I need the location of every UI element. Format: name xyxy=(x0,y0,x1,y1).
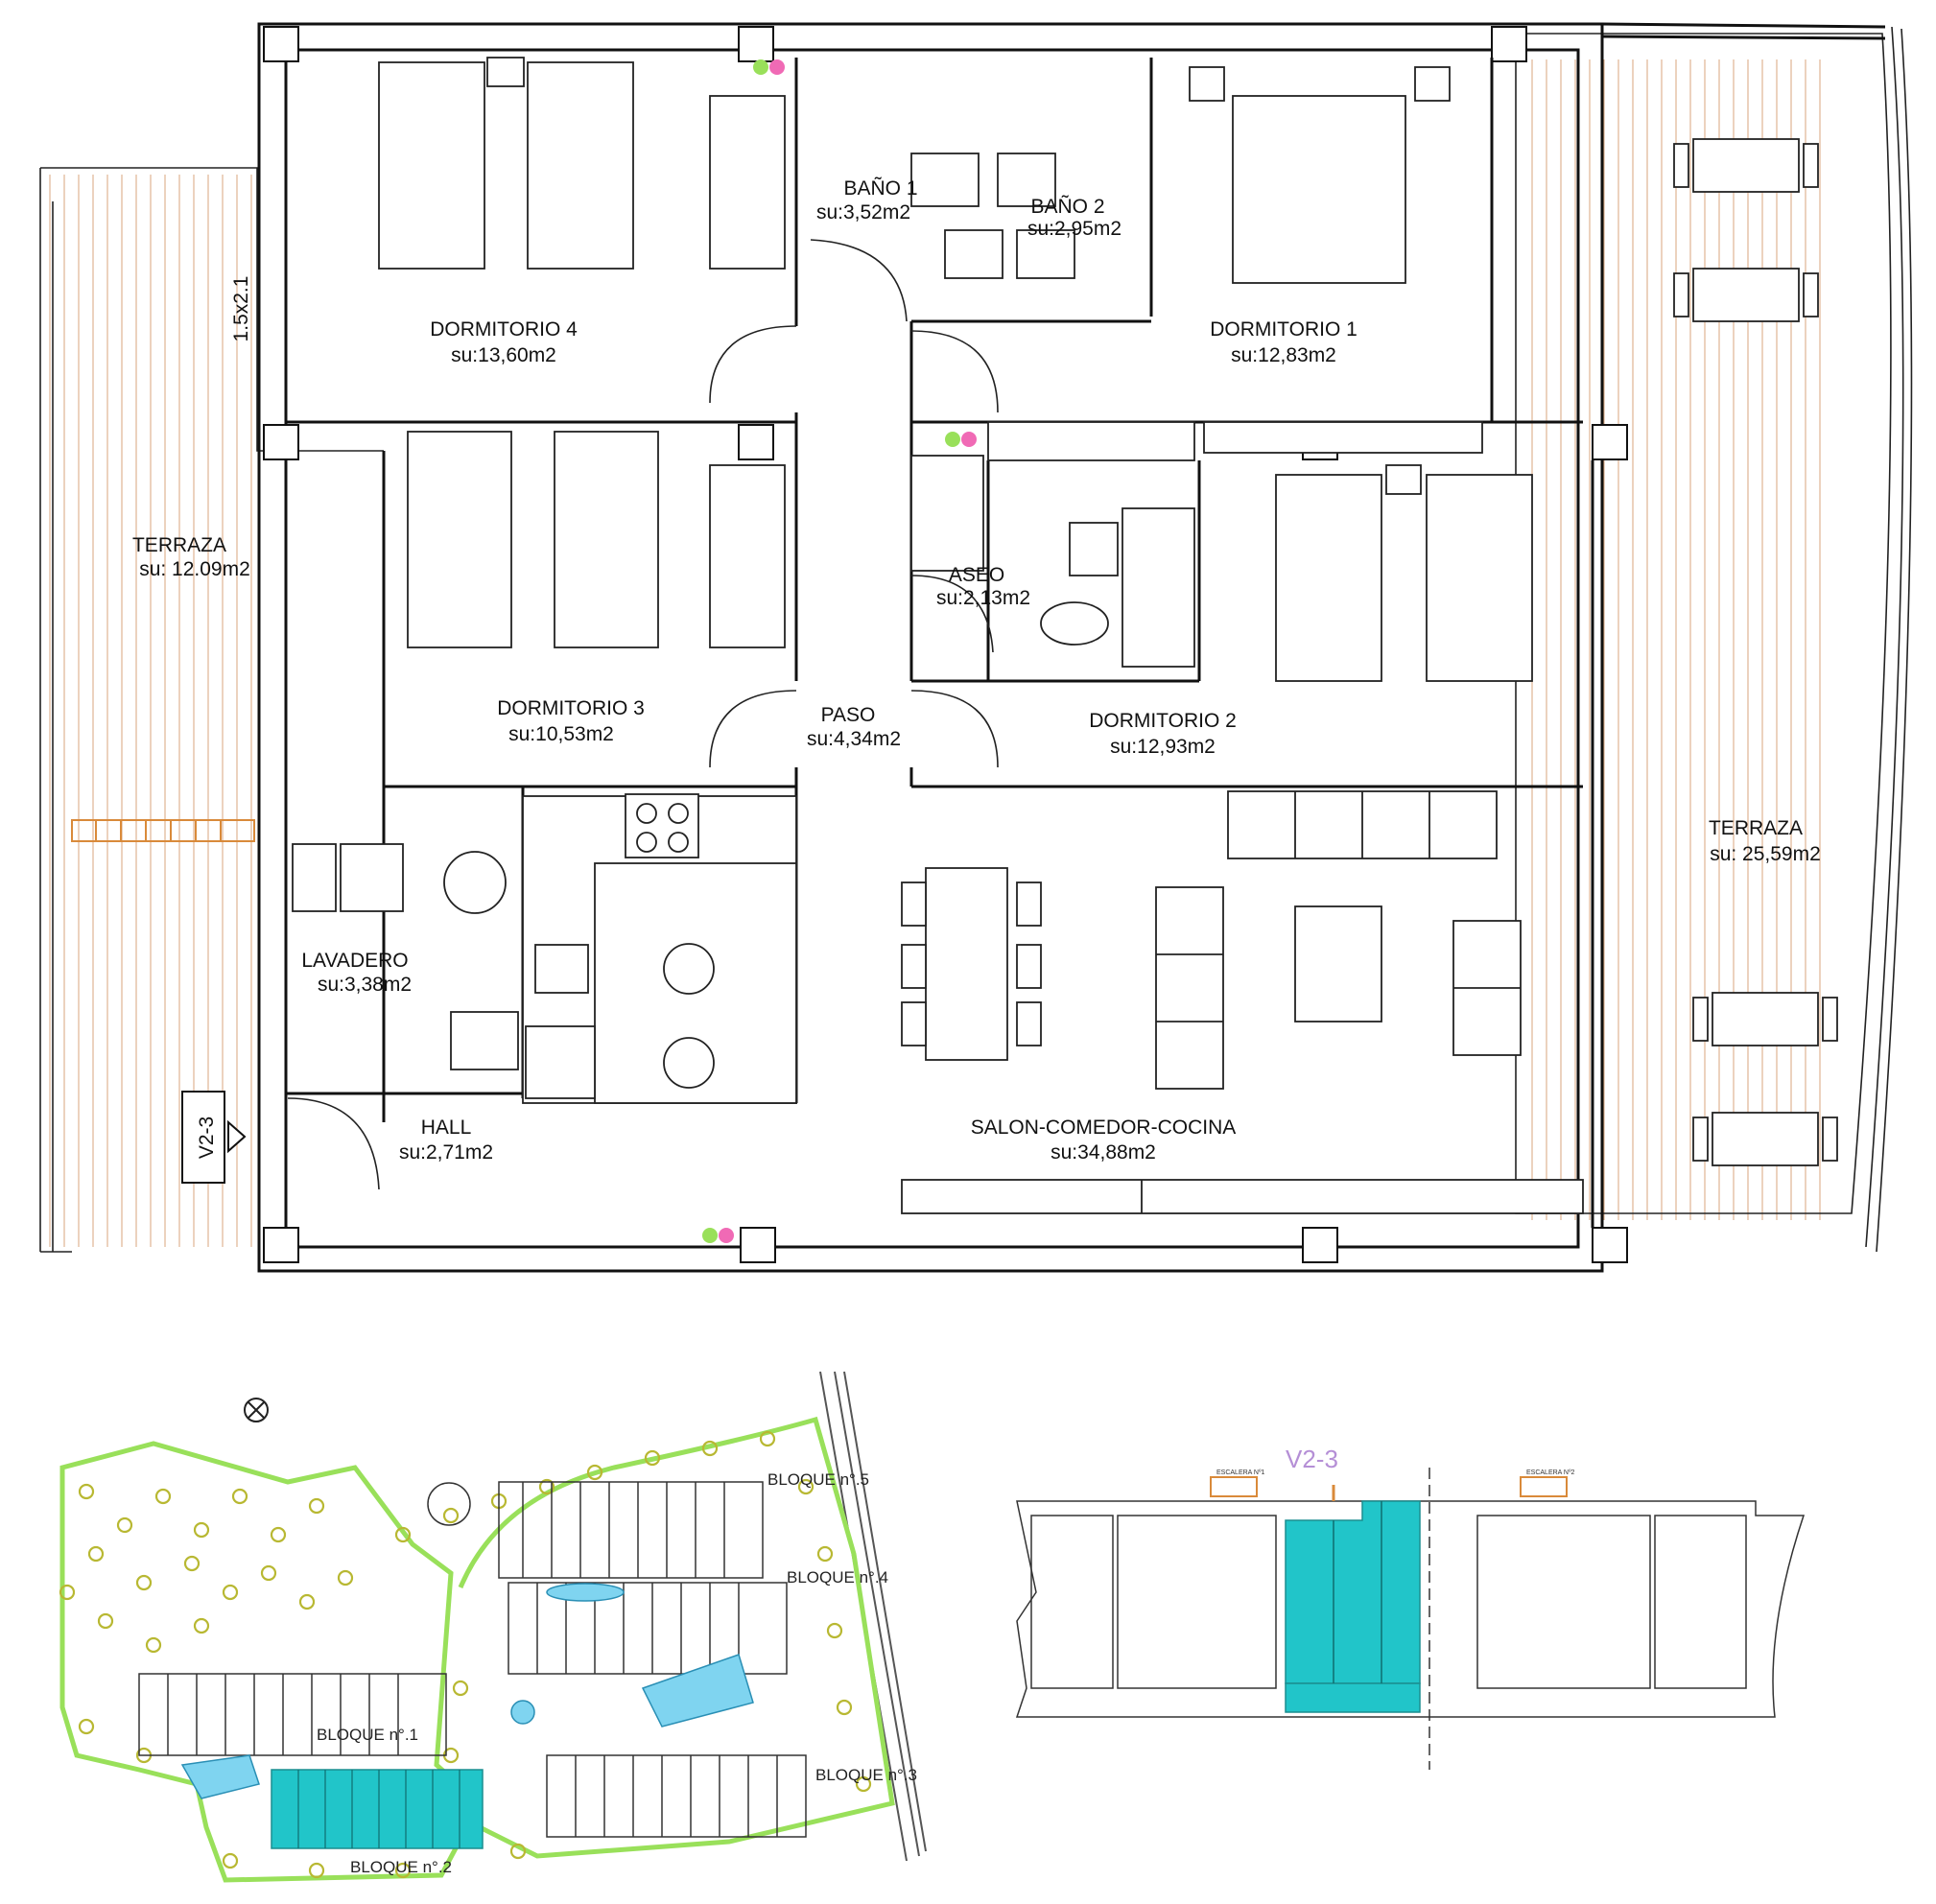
terrace-left-railing xyxy=(71,819,255,842)
room-area: su:2,95m2 xyxy=(1027,218,1121,240)
room-name: DORMITORIO 1 xyxy=(1210,318,1358,341)
room-name: TERRAZA xyxy=(132,534,226,556)
structural-columns xyxy=(263,26,1628,1263)
room-area: su:2,71m2 xyxy=(399,1141,493,1164)
fixtures xyxy=(709,95,1483,668)
room-area: su: 25,59m2 xyxy=(1710,843,1821,865)
room-area: su: 12.09m2 xyxy=(139,558,250,580)
room-name: BAÑO 1 xyxy=(843,176,917,200)
pool xyxy=(641,1654,754,1728)
room-name: BAÑO 2 xyxy=(1030,195,1104,218)
highlighted-unit xyxy=(1285,1500,1421,1684)
room-area: su:3,52m2 xyxy=(816,201,910,223)
room-name: DORMITORIO 3 xyxy=(497,697,645,719)
block-label: BLOQUE n°.3 xyxy=(815,1766,917,1784)
window-note: 1.5x2.1 xyxy=(230,276,252,342)
block-label: BLOQUE n°.4 xyxy=(787,1568,888,1587)
room-area: su:10,53m2 xyxy=(508,723,614,745)
block-label: BLOQUE n°.5 xyxy=(767,1470,869,1489)
block-label: BLOQUE n°.1 xyxy=(317,1726,418,1744)
block-label: BLOQUE n°.2 xyxy=(350,1858,452,1876)
room-name: DORMITORIO 2 xyxy=(1089,710,1237,732)
room-name: HALL xyxy=(421,1117,472,1139)
door-swings xyxy=(287,239,999,1190)
block-labels: BLOQUE n°.5 BLOQUE n°.4 BLOQUE n°.1 BLOQ… xyxy=(317,1470,917,1876)
room-area: su:12,83m2 xyxy=(1231,344,1336,366)
room-name: ASEO xyxy=(949,564,1004,586)
room-name: LAVADERO xyxy=(301,950,408,972)
key-unit-label: V2-3 xyxy=(1286,1445,1338,1473)
room-name: PASO xyxy=(821,704,876,726)
site-plan: BLOQUE n°.5 BLOQUE n°.4 BLOQUE n°.1 BLOQ… xyxy=(59,1371,927,1883)
stair-label: ESCALERA Nº1 xyxy=(1216,1469,1265,1476)
room-name: DORMITORIO 4 xyxy=(430,318,578,341)
block-unit-grid xyxy=(167,1482,778,1837)
beds xyxy=(378,57,1533,682)
unit-tag: V2-3 xyxy=(196,1117,218,1159)
floor-key: V2-3 ESCALERA Nº1 ESCALERA Nº2 xyxy=(1015,1445,1806,1770)
room-area: su:4,34m2 xyxy=(807,728,901,750)
highlighted-block xyxy=(271,1769,484,1849)
room-area: su:34,88m2 xyxy=(1051,1141,1156,1164)
room-area: su:12,93m2 xyxy=(1110,736,1216,758)
unit-tag-box xyxy=(181,1091,225,1184)
room-area: su:2,13m2 xyxy=(936,587,1030,609)
room-area: su:13,60m2 xyxy=(451,344,556,366)
room-name: SALON-COMEDOR-COCINA xyxy=(971,1117,1237,1139)
room-name: TERRAZA xyxy=(1709,817,1803,839)
floor-plan: V2-3 1.5x2.1 DORMITORIO 4 su:13,60m2 BAÑ… xyxy=(39,22,1913,1273)
room-labels: DORMITORIO 4 su:13,60m2 BAÑO 1 su:3,52m2… xyxy=(132,176,1821,1164)
stair-label: ESCALERA Nº2 xyxy=(1526,1469,1575,1476)
room-area: su:3,38m2 xyxy=(318,974,412,996)
plumbing-markers xyxy=(702,59,977,1243)
terrace-left-deck xyxy=(46,175,262,1247)
terrace-furniture xyxy=(1673,138,1838,1166)
kitchen-and-living-furniture xyxy=(292,790,1584,1214)
